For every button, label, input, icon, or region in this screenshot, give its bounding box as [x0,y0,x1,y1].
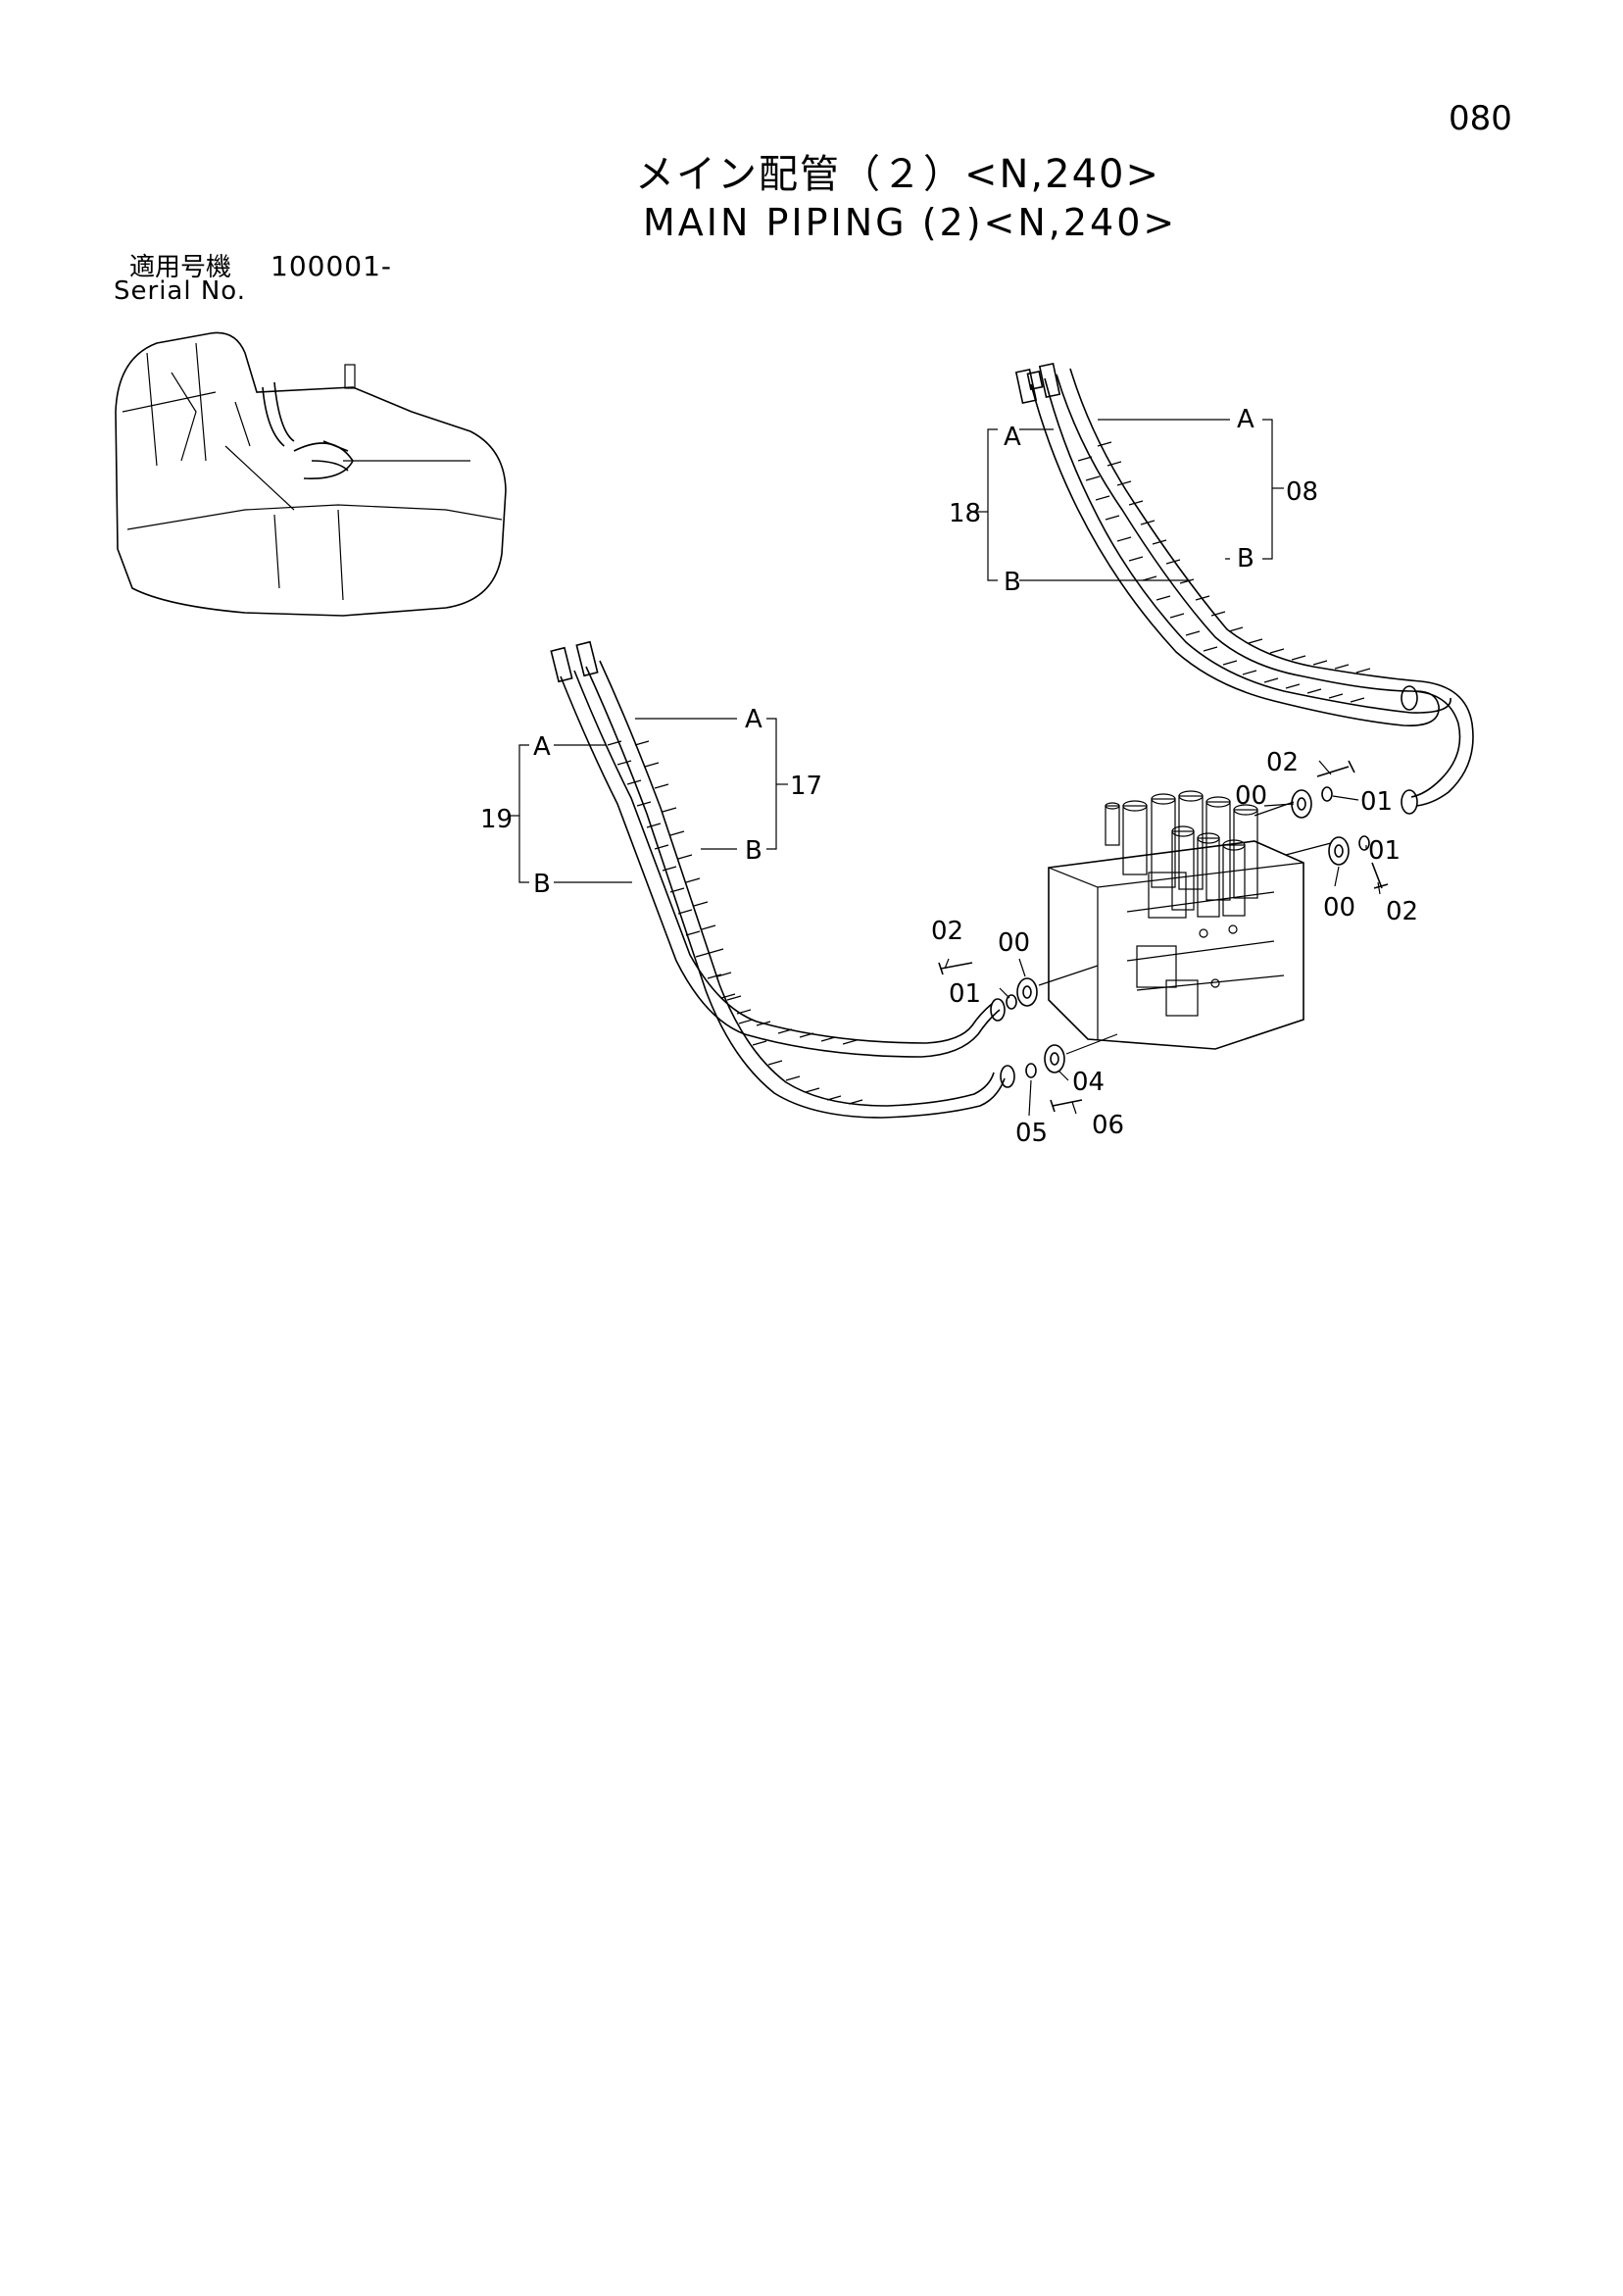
callout-leaders [508,419,1381,1117]
callout-19: 19 [480,805,513,834]
callout-18-a: A [1004,423,1021,452]
callout-05: 05 [1015,1119,1048,1148]
callout-00-left: 00 [998,928,1030,958]
serial-label-japanese: 適用号機 [129,253,232,282]
callout-labels: A 18 B A 08 B A 19 B A 17 B 02 00 01 01 … [480,405,1418,1148]
callout-01-right: 01 [1368,836,1401,866]
callout-00-upper: 00 [1235,781,1267,811]
callout-17-b: B [745,836,762,866]
callout-02-left: 02 [931,917,963,946]
fittings-left [938,962,1118,1113]
callout-04: 04 [1072,1068,1105,1097]
callout-00-right: 00 [1323,893,1355,923]
callout-18-b: B [1004,568,1021,597]
callout-01-upper: 01 [1360,787,1393,817]
callout-18: 18 [949,499,981,528]
callout-02-right: 02 [1386,897,1418,926]
control-valve-block [1048,790,1304,1050]
page-number: 080 [1449,99,1512,138]
hose-18-08-assembly [1014,362,1474,815]
serial-label-english: Serial No. [114,276,246,306]
callout-02-upper: 02 [1266,748,1299,777]
callout-08-a: A [1237,405,1254,434]
excavator-overview-icon [115,331,507,617]
callout-19-a: A [533,732,551,762]
callout-01-left: 01 [949,979,981,1009]
title-english: MAIN PIPING (2)<N,240> [643,201,1178,244]
serial-value: 100001- [270,250,392,282]
hose-19-17-assembly [550,640,1015,1119]
callout-08: 08 [1286,477,1318,507]
callout-17: 17 [790,772,822,801]
title-japanese: メイン配管（２）<N,240> [635,152,1161,197]
callout-06: 06 [1092,1111,1124,1140]
fittings-right [1254,760,1389,889]
callout-19-b: B [533,870,551,899]
callout-08-b: B [1237,544,1254,574]
callout-17-a: A [745,705,762,734]
